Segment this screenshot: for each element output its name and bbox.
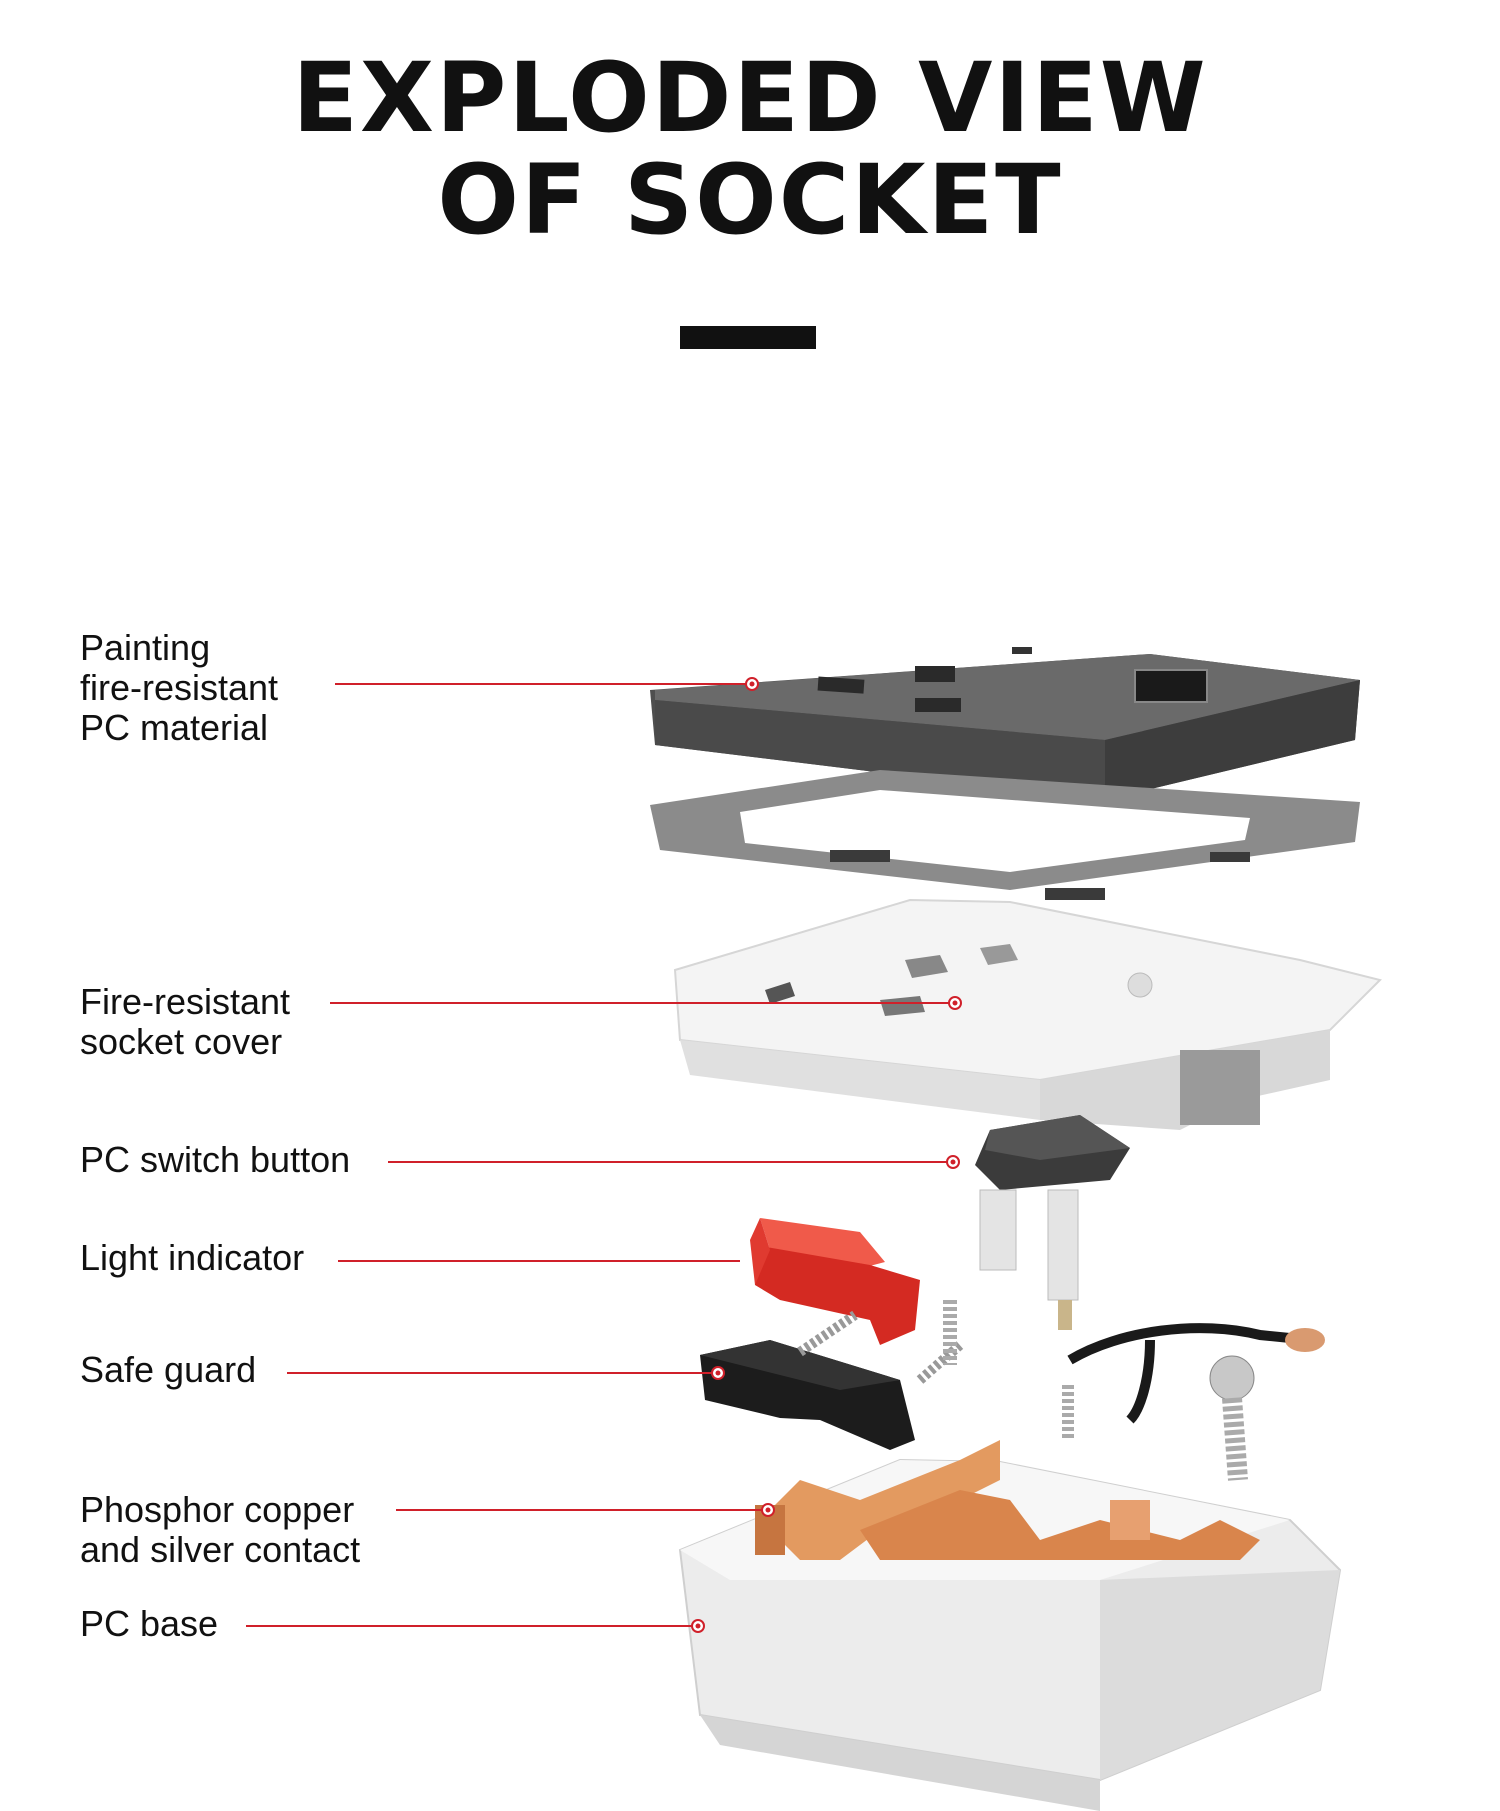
label-switch-button: PC switch button bbox=[80, 1139, 351, 1180]
label-contact: Phosphor copper and silver contact bbox=[80, 1489, 361, 1570]
leader-lines bbox=[246, 677, 962, 1633]
label-socket-cover: Fire-resistant socket cover bbox=[80, 981, 291, 1062]
label-light-indicator: Light indicator bbox=[80, 1237, 305, 1278]
faceplate-part bbox=[650, 647, 1360, 800]
socket-cover-part bbox=[673, 898, 1382, 1130]
label-faceplate: Painting fire-resistant PC material bbox=[80, 627, 279, 748]
title-line-1: EXPLODED VIEW bbox=[292, 42, 1208, 154]
metal-frame-part bbox=[650, 770, 1360, 900]
switch-button-part bbox=[975, 1115, 1130, 1330]
safe-guard-part bbox=[700, 1300, 1074, 1450]
title-line-2: OF SOCKET bbox=[437, 144, 1063, 256]
wire-and-screw-part bbox=[1067, 1323, 1325, 1481]
copper-contact-part bbox=[755, 1440, 1260, 1560]
light-indicator-part bbox=[750, 1218, 920, 1345]
title-underline-bar bbox=[680, 326, 816, 349]
label-pc-base: PC base bbox=[80, 1603, 219, 1644]
label-safe-guard: Safe guard bbox=[80, 1349, 257, 1390]
